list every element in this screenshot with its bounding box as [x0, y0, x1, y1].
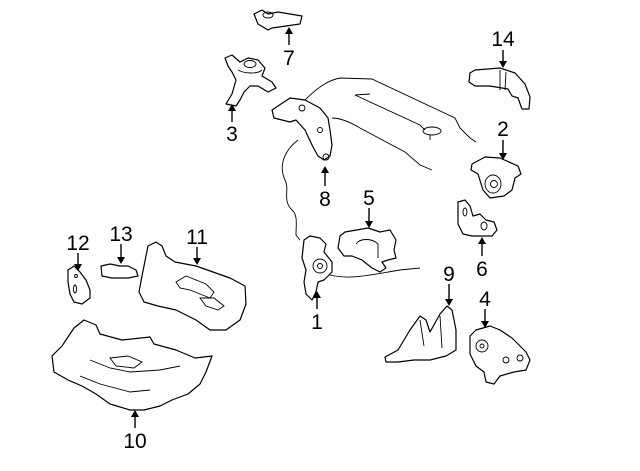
callout-14[interactable]: 14: [491, 28, 515, 51]
callout-8[interactable]: 8: [319, 188, 331, 211]
callout-11[interactable]: 11: [186, 226, 208, 249]
engine-outline: [281, 77, 477, 278]
part-2[interactable]: [470, 156, 522, 199]
callout-13[interactable]: 13: [109, 223, 132, 246]
part-12[interactable]: [67, 265, 91, 305]
part-8[interactable]: [271, 97, 333, 161]
part-5[interactable]: [337, 227, 397, 273]
part-9[interactable]: [384, 305, 457, 363]
part-4[interactable]: [469, 325, 531, 385]
part-10[interactable]: [51, 319, 213, 411]
callout-3[interactable]: 3: [226, 123, 238, 146]
callout-4[interactable]: 4: [479, 288, 491, 311]
callout-2[interactable]: 2: [497, 118, 509, 141]
callout-labels: 7 3 14 2 8 5 6 1 9 4 12 13 11 10: [66, 28, 515, 453]
part-13[interactable]: [100, 263, 139, 279]
part-11[interactable]: [138, 241, 247, 331]
callout-7[interactable]: 7: [283, 47, 295, 70]
callout-arrows: [74, 27, 507, 428]
callout-1[interactable]: 1: [311, 311, 323, 334]
callout-12[interactable]: 12: [66, 232, 89, 255]
part-14[interactable]: [468, 67, 531, 110]
callout-9[interactable]: 9: [443, 263, 455, 286]
callout-6[interactable]: 6: [476, 258, 488, 281]
callout-10[interactable]: 10: [123, 430, 146, 453]
part-7[interactable]: [253, 9, 303, 31]
part-3[interactable]: [224, 54, 277, 107]
callout-5[interactable]: 5: [363, 187, 375, 210]
part-1[interactable]: [301, 235, 333, 301]
part-6[interactable]: [457, 199, 498, 237]
